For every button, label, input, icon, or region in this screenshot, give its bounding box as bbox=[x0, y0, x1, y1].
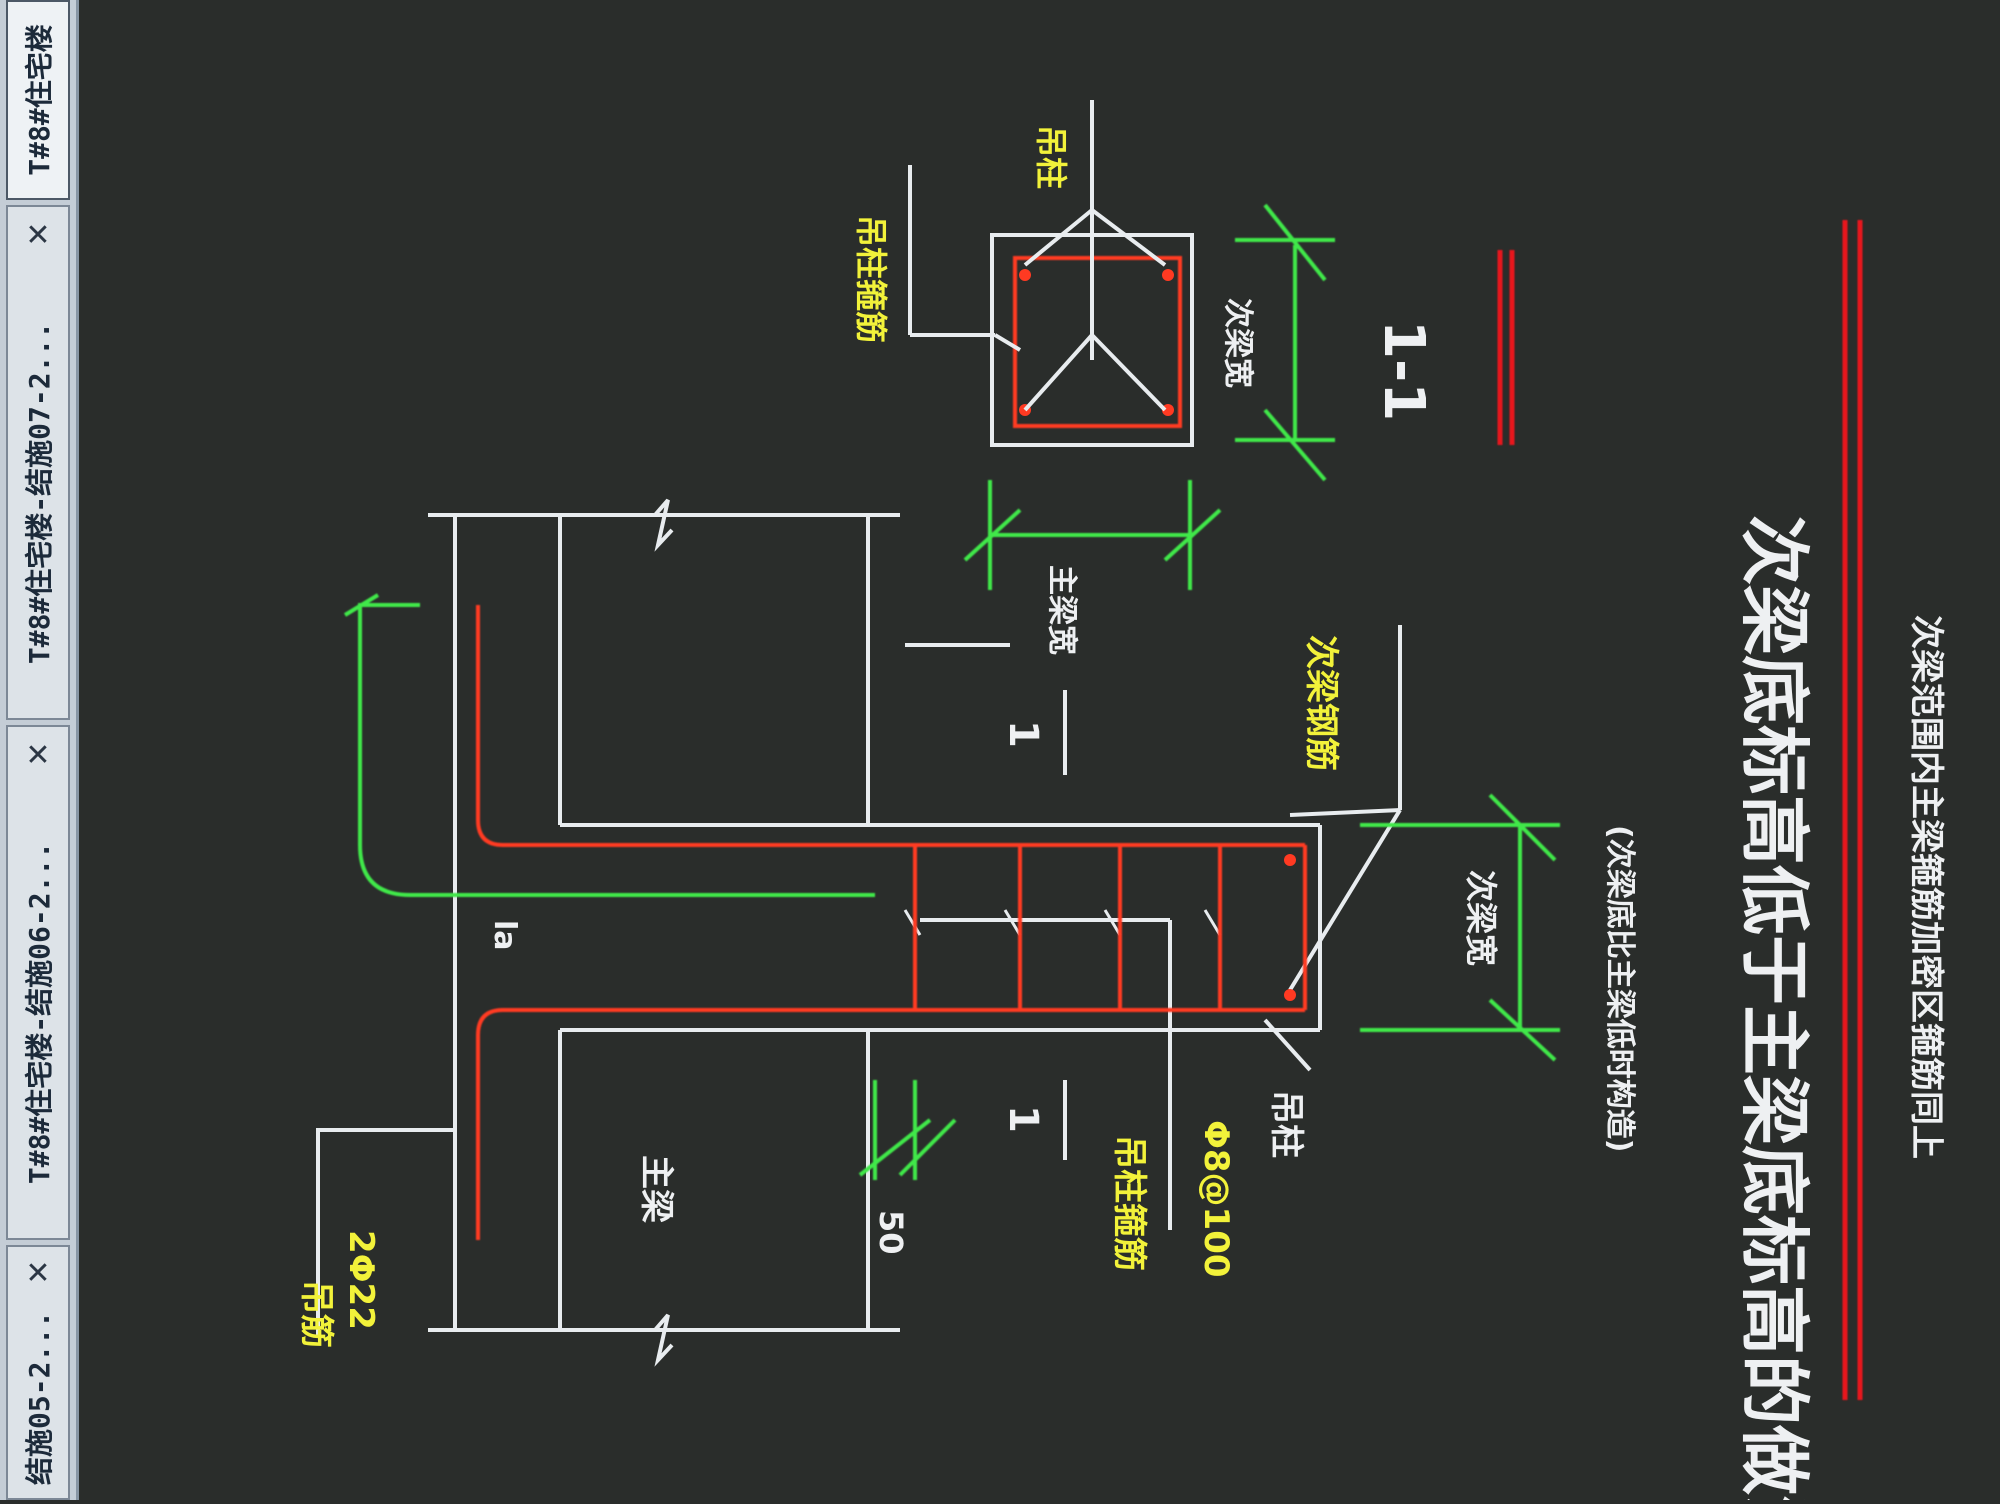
tab-label: T#8#住宅楼 bbox=[23, 24, 56, 176]
sub-beam-bars-label: 次梁钢筋 bbox=[1301, 635, 1341, 771]
close-icon[interactable]: ✕ bbox=[25, 1256, 51, 1291]
document-tab-strip: ✕ 结施05-2... ✕ T#8#住宅楼-结施06-2... ✕ T#8#住宅… bbox=[0, 0, 79, 1500]
la-label: la bbox=[487, 920, 522, 951]
section-mark-lower: 1 bbox=[1000, 1105, 1046, 1133]
section-mark-upper: 1 bbox=[1000, 720, 1046, 748]
drawing-title: 次梁底标高低于主梁底标高的做法 bbox=[1733, 515, 1815, 1500]
hanger-tag: 吊筋 bbox=[296, 1280, 336, 1348]
tab-drawing-07[interactable]: ✕ T#8#住宅楼-结施07-2... bbox=[6, 205, 70, 720]
rebar-lines bbox=[476, 256, 1307, 1240]
dim-50-label: 50 bbox=[872, 1210, 910, 1255]
close-icon[interactable]: ✕ bbox=[25, 218, 51, 253]
section-1-1-label: 1-1 bbox=[1371, 320, 1436, 421]
main-beam-outline bbox=[316, 498, 1402, 1367]
main-beam-label: 主梁 bbox=[636, 1155, 676, 1223]
hanger-spec: 2Φ22 bbox=[341, 1230, 381, 1330]
tab-drawing-06[interactable]: ✕ T#8#住宅楼-结施06-2... bbox=[6, 725, 70, 1240]
tab-drawing-05[interactable]: ✕ 结施05-2... bbox=[6, 1245, 70, 1500]
section-bar-tag: 吊柱 bbox=[1032, 125, 1070, 189]
tab-label: T#8#住宅楼-结施07-2... bbox=[23, 322, 56, 665]
stirrup-ticks bbox=[903, 909, 1222, 936]
section-1-1-outline bbox=[908, 100, 1194, 447]
construction-note: (次梁底比主梁低时构造) bbox=[1602, 825, 1637, 1152]
stirrup-tag: 吊柱箍筋 bbox=[1109, 1135, 1149, 1271]
sub-beam-width-label: 次梁宽 bbox=[1462, 870, 1500, 966]
beam-width-label: 主梁宽 bbox=[1044, 565, 1079, 655]
title-rules bbox=[1497, 220, 1863, 1400]
tab-label: 结施05-2... bbox=[23, 1310, 56, 1485]
tab-drawing-08-active[interactable]: T#8#住宅楼 bbox=[6, 0, 70, 200]
close-icon[interactable]: ✕ bbox=[25, 738, 51, 773]
section-stirrup-tag: 吊柱箍筋 bbox=[852, 215, 890, 343]
section-width-label: 次梁宽 bbox=[1220, 298, 1255, 388]
cad-drawing-canvas[interactable]: 吊筋 2Φ22 吊柱箍筋 Φ8@100 次梁钢筋 吊柱箍筋 吊柱 主梁 50 l… bbox=[76, 0, 2000, 1504]
drawing-subtitle: 次梁范围内主梁箍筋加密区箍筋同上 bbox=[1906, 615, 1946, 1159]
dimension-lines bbox=[343, 203, 1560, 1180]
tab-label: T#8#住宅楼-结施06-2... bbox=[23, 842, 56, 1185]
bar-tag: 吊柱 bbox=[1266, 1090, 1306, 1158]
rebar-dots bbox=[1019, 269, 1296, 1001]
stirrup-spec: Φ8@100 bbox=[1196, 1120, 1236, 1278]
